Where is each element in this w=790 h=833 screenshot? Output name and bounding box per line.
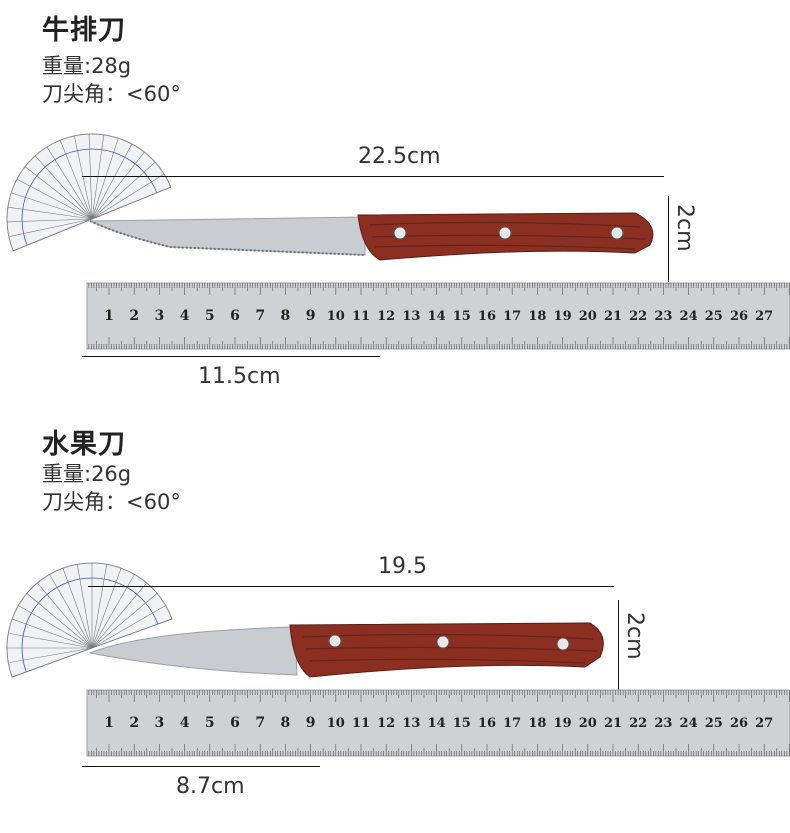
ruler-2-number: 24 [680, 716, 698, 731]
ruler-2-number: 23 [654, 716, 672, 731]
ruler-1-number: 26 [730, 309, 748, 324]
knife-2-length-label: 19.5 [378, 554, 427, 579]
ruler-1-number: 17 [503, 309, 521, 324]
ruler-1-number: 22 [629, 309, 647, 324]
ruler-1-number: 23 [654, 309, 672, 324]
ruler-1-number: 7 [255, 308, 265, 324]
knife-2-height-label: 2cm [622, 612, 647, 660]
ruler-1-number: 21 [604, 309, 622, 324]
ruler-2-number: 22 [629, 716, 647, 731]
ruler-1-number: 15 [453, 309, 471, 324]
ruler-2-number: 1 [104, 715, 114, 731]
knife-1-length-line [82, 176, 664, 177]
ruler-1-number: 19 [554, 309, 572, 324]
ruler-2-number: 15 [453, 716, 471, 731]
ruler-1-number: 3 [155, 308, 165, 324]
ruler-2-number: 4 [180, 715, 190, 731]
ruler-2-number: 6 [230, 715, 240, 731]
knife-2-title: 水果刀 [42, 429, 126, 460]
ruler-1-number: 1 [104, 308, 114, 324]
ruler-1-number: 24 [680, 309, 698, 324]
ruler-2-number: 27 [755, 716, 773, 731]
ruler-2-number: 2 [129, 715, 139, 731]
ruler-2-number: 8 [281, 715, 291, 731]
knife-1-title: 牛排刀 [42, 15, 126, 46]
ruler-1-number: 14 [428, 309, 446, 324]
ruler-1-number: 12 [377, 309, 395, 324]
knife-2-tip-angle: 刀尖角：<60° [42, 490, 181, 514]
knife-1-blade-line [82, 356, 380, 357]
ruler-1-number: 16 [478, 309, 496, 324]
ruler-1-number: 18 [528, 309, 546, 324]
knife-2-blade-line [82, 766, 320, 767]
ruler-2-number: 21 [604, 716, 622, 731]
ruler-2-number: 7 [255, 715, 265, 731]
knife-2-height-line [618, 600, 619, 690]
ruler-1-number: 11 [352, 309, 370, 324]
ruler-2-number: 20 [579, 716, 597, 731]
knife-2-weight: 重量:26g [42, 462, 132, 486]
ruler-1-number: 9 [306, 308, 316, 324]
knife-2-length-line [88, 586, 614, 587]
ruler-2-number: 16 [478, 716, 496, 731]
ruler-1-number: 10 [327, 309, 345, 324]
ruler-1-number: 6 [230, 308, 240, 324]
protractor-1-image [6, 133, 172, 252]
ruler-1-number: 8 [281, 308, 291, 324]
ruler-1-number: 4 [180, 308, 190, 324]
ruler-1-number: 5 [205, 308, 215, 324]
knife-2-image [88, 622, 604, 678]
ruler-1-number: 25 [705, 309, 723, 324]
ruler-1-number: 20 [579, 309, 597, 324]
knife-1-height-line [668, 196, 669, 282]
knife-1-tip-angle: 刀尖角：<60° [42, 82, 181, 106]
knife-1-weight: 重量:28g [42, 54, 132, 78]
knife-1-blade-label: 11.5cm [198, 364, 281, 389]
ruler-2-number: 18 [528, 716, 546, 731]
ruler-2-number: 11 [352, 716, 370, 731]
ruler-2-number: 17 [503, 716, 521, 731]
ruler-2-number: 9 [306, 715, 316, 731]
ruler-2-number: 3 [155, 715, 165, 731]
ruler-1-number: 27 [755, 309, 773, 324]
ruler-2-number: 5 [205, 715, 215, 731]
ruler-2-number: 14 [428, 716, 446, 731]
ruler-2-number: 13 [402, 716, 420, 731]
knife-1-height-label: 2cm [672, 204, 697, 252]
ruler-2-number: 10 [327, 716, 345, 731]
ruler-1-number: 13 [402, 309, 420, 324]
knife-1-image [89, 212, 654, 261]
ruler-2-number: 12 [377, 716, 395, 731]
knife-1-length-label: 22.5cm [358, 144, 441, 169]
ruler-2-number: 19 [554, 716, 572, 731]
knife-2-blade-label: 8.7cm [176, 774, 245, 799]
ruler-2-number: 25 [705, 716, 723, 731]
ruler-1-number: 2 [129, 308, 139, 324]
ruler-2-number: 26 [730, 716, 748, 731]
